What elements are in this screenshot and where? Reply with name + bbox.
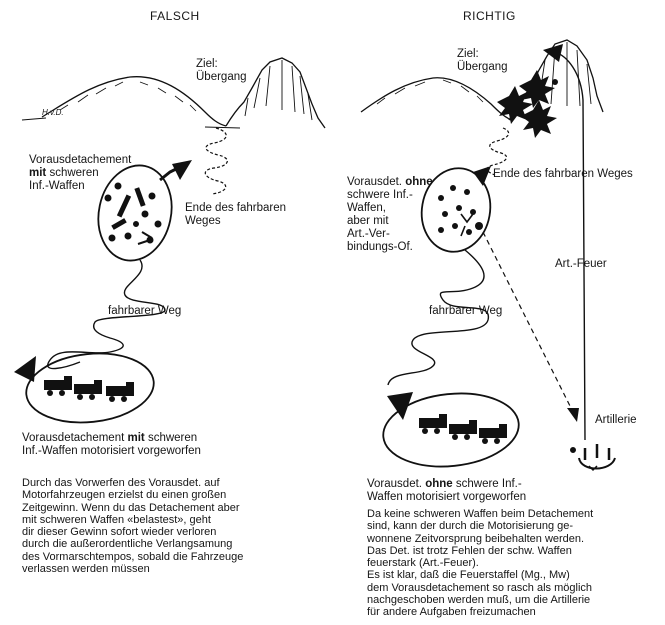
right-road-label: fahrbarer Weg bbox=[429, 305, 502, 318]
left-detachment-label: Vorausdetachement mit schweren Inf.-Waff… bbox=[29, 154, 131, 193]
left-convoy-caption: Vorausdetachement mit schweren Inf.-Waff… bbox=[22, 432, 201, 458]
left-road-label: fahrbarer Weg bbox=[108, 305, 181, 318]
right-goal-label: Ziel: Übergang bbox=[457, 48, 508, 74]
mountain-landscape bbox=[22, 58, 325, 128]
convoy-arrowhead bbox=[387, 392, 413, 420]
footpath-wavy bbox=[205, 128, 227, 194]
richtig-panel: RICHTIG Ziel: Übergang Ende des fahrbare… bbox=[333, 0, 665, 625]
left-explanation-paragraph: Durch das Vorwerfen des Vorausdet. auf M… bbox=[22, 477, 243, 575]
convoy-arrowhead bbox=[14, 356, 36, 382]
richtig-heading: RICHTIG bbox=[463, 9, 516, 23]
liaison-arrowhead bbox=[567, 408, 579, 422]
hill-left bbox=[42, 77, 226, 126]
falsch-heading: FALSCH bbox=[150, 9, 200, 23]
right-fire-label: Art.-Feuer bbox=[555, 258, 607, 271]
artist-signature: H.v.D. bbox=[42, 106, 64, 119]
motor-trucks bbox=[44, 376, 134, 402]
falsch-panel: FALSCH H.v.D. Ziel: Übergang Vorausdetac… bbox=[0, 0, 332, 625]
infantry-soldiers bbox=[438, 185, 483, 236]
hill-left-hatching bbox=[60, 82, 196, 111]
ground-line bbox=[22, 118, 240, 128]
right-explanation-paragraph: Da keine schweren Waffen beim Detachemen… bbox=[367, 508, 593, 619]
left-road-end-label: Ende des fahrbaren Weges bbox=[185, 202, 286, 228]
artillery-battery bbox=[571, 444, 616, 470]
artillery-impacts bbox=[497, 70, 558, 138]
right-road-end-label: Ende des fahrbaren Weges bbox=[493, 168, 633, 181]
mountain-right-hatching bbox=[245, 60, 312, 120]
right-detachment-label: Vorausdet. ohne schwere Inf.- Waffen, ab… bbox=[347, 176, 433, 254]
artillery-label: Artillerie bbox=[595, 414, 637, 427]
advance-arrowhead bbox=[473, 166, 491, 186]
motor-trucks bbox=[419, 414, 507, 444]
left-goal-label: Ziel: Übergang bbox=[196, 58, 247, 84]
advance-arrowhead bbox=[172, 160, 192, 180]
artillery-fire-trajectory bbox=[555, 52, 585, 440]
right-convoy-caption: Vorausdet. ohne schwere Inf.- Waffen mot… bbox=[367, 478, 526, 504]
